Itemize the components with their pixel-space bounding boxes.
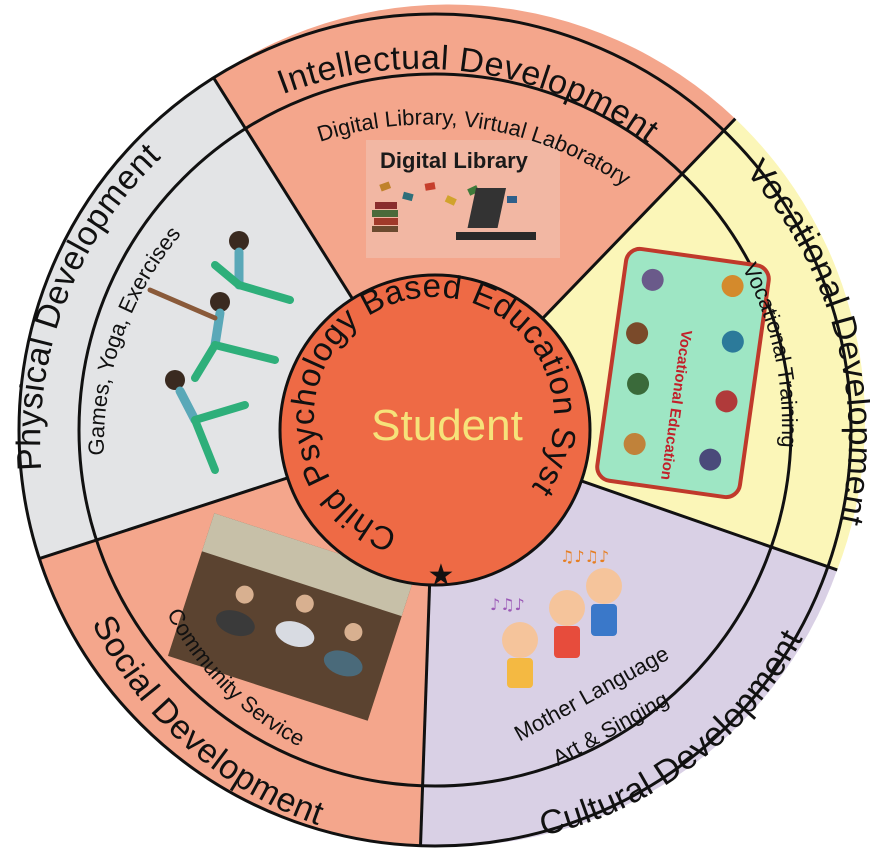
core-circle (278, 273, 592, 587)
center-label: Student (371, 401, 523, 450)
community-service-photo (167, 513, 415, 721)
inner-ring-line (77, 72, 793, 788)
svg-text:♪♫♪: ♪♫♪ (490, 595, 525, 614)
star-icon: ★ (428, 558, 455, 593)
digital-library-illustration: Digital Library (366, 140, 560, 258)
outer-border (17, 12, 853, 848)
image-caption: Digital Library (380, 148, 529, 173)
svg-text:♫♪♫♪: ♫♪♫♪ (560, 547, 609, 566)
singing-children-illustration: ♪♫♪ ♫♪♫♪ (490, 547, 622, 688)
vocational-education-illustration: Vocational Education (595, 246, 771, 500)
yoga-exercise-photo (147, 231, 294, 474)
